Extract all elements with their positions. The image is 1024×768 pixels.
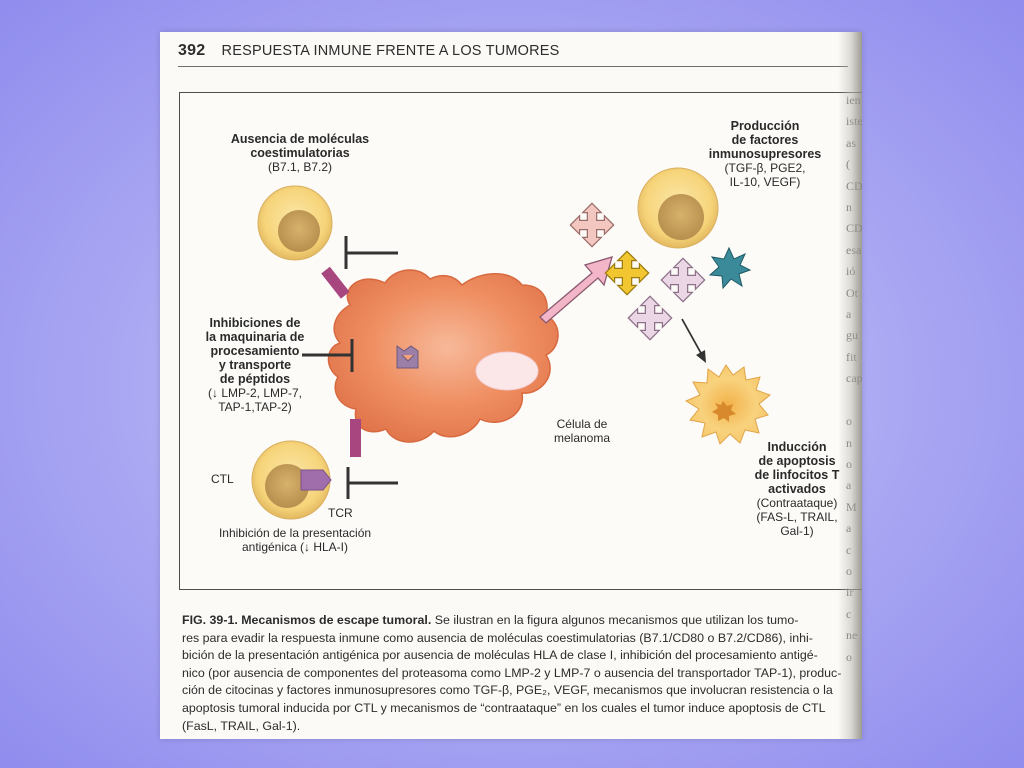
melanoma-line-2: melanoma (553, 431, 611, 445)
costim-title-1: Ausencia de moléculas (230, 132, 370, 146)
figure-box: Ausencia de moléculas coestimulatorias (… (179, 92, 862, 590)
processing-title-2: la maquinaria de (205, 330, 305, 344)
apoptosis-title-4: activados (768, 482, 826, 496)
mhc-molecule-top (321, 266, 350, 299)
caption-line-5: ción de citocinas y factores inmunosupre… (182, 683, 833, 698)
ctl-label: CTL (211, 472, 234, 486)
cytokine-icon-3 (660, 257, 706, 303)
apoptosis-title-2: de apoptosis (758, 454, 836, 468)
chapter-title: RESPUESTA INMUNE FRENTE A LOS TUMORES (221, 43, 560, 59)
costim-inhibition-symbol (344, 236, 398, 269)
tcr-label: TCR (328, 506, 353, 520)
processing-label: Inhibiciones de la maquinaria de procesa… (190, 316, 320, 414)
page-curl-shadow (838, 32, 862, 739)
costim-title-2: coestimulatorias (250, 146, 350, 160)
costim-sub: (B7.1, B7.2) (267, 160, 333, 174)
production-label: Producción de factores inmunosupresores … (700, 119, 830, 189)
processing-title-5: de péptidos (219, 372, 291, 386)
melanoma-nucleus (475, 351, 539, 391)
caption-line-1-rest: Se ilustran en la figura algunos mecanis… (431, 613, 799, 627)
processing-sub-1: (↓ LMP-2, LMP-7, (207, 386, 303, 400)
presentation-line-1: Inhibición de la presentación (218, 526, 372, 540)
caption-fig-label: FIG. 39-1. Mecanismos de escape tumoral. (182, 613, 432, 627)
processing-title-4: y transporte (218, 358, 292, 372)
escape-diagram (251, 167, 772, 520)
mhc-molecule-bottom (350, 419, 361, 457)
apoptosis-title-1: Inducción (767, 440, 827, 454)
vegf-star-icon (708, 246, 752, 290)
apoptotic-nucleus (712, 401, 736, 422)
apoptosis-sub-3: Gal-1) (780, 524, 814, 538)
apoptotic-t-cell (684, 364, 772, 445)
header-rule (178, 66, 848, 67)
cytokine-icon-4 (627, 295, 673, 341)
caption-line-3: bición de la presentación antigénica por… (182, 648, 818, 663)
presentation-label: Inhibición de la presentación antigénica… (200, 526, 390, 554)
production-title-3: inmunosupresores (708, 147, 822, 161)
production-sub-2: IL-10, VEGF) (729, 175, 801, 189)
secretion-arrow (539, 256, 613, 324)
proteasome-icon (396, 345, 419, 369)
apoptosis-sub-1: (Contraataque) (756, 496, 838, 510)
costim-label: Ausencia de moléculas coestimulatorias (… (220, 132, 380, 174)
book-page: 392 RESPUESTA INMUNE FRENTE A LOS TUMORE… (160, 32, 862, 739)
apoptosis-sub-2: (FAS-L, TRAIL, (756, 510, 838, 524)
immunosuppressive-cell (637, 167, 719, 249)
processing-sub-2: TAP-1,TAP-2) (218, 400, 292, 414)
tcr-receptor (300, 469, 332, 491)
apc-cell (257, 185, 333, 261)
processing-inhibition-symbol (302, 339, 354, 372)
presentation-line-2: antigénica (↓ HLA-I) (241, 540, 349, 554)
apoptosis-title-3: de linfocitos T (754, 468, 840, 482)
processing-title-1: Inhibiciones de (209, 316, 301, 330)
processing-title-3: procesamiento (210, 344, 300, 358)
melanoma-label: Célula de melanoma (542, 417, 622, 445)
melanoma-line-1: Célula de (556, 417, 608, 431)
apoptosis-arrow (681, 318, 706, 363)
caption-line-1: FIG. 39-1. Mecanismos de escape tumoral.… (182, 612, 862, 630)
caption-line-6: apoptosis tumoral inducida por CTL y mec… (182, 700, 826, 715)
ctl-cell (251, 440, 331, 520)
caption-line-2: res para evadir la respuesta inmune como… (182, 630, 813, 645)
production-title-1: Producción (730, 119, 800, 133)
cytokine-icon-1 (569, 202, 615, 248)
production-sub-1: (TGF-β, PGE2, (724, 161, 806, 175)
apoptosis-label: Inducción de apoptosis de linfocitos T a… (742, 440, 852, 538)
page-number: 392 (178, 42, 206, 59)
caption-line-7: (FasL, TRAIL, Gal-1). (182, 718, 301, 733)
melanoma-cell (327, 269, 559, 443)
presentation-inhibition-symbol (346, 467, 398, 499)
figure-caption: FIG. 39-1. Mecanismos de escape tumoral.… (182, 612, 862, 735)
cytokine-icon-2 (604, 250, 650, 296)
production-title-2: de factores (731, 133, 799, 147)
caption-line-4: nico (por ausencia de componentes del pr… (182, 665, 842, 680)
page-header: 392 RESPUESTA INMUNE FRENTE A LOS TUMORE… (178, 42, 560, 60)
